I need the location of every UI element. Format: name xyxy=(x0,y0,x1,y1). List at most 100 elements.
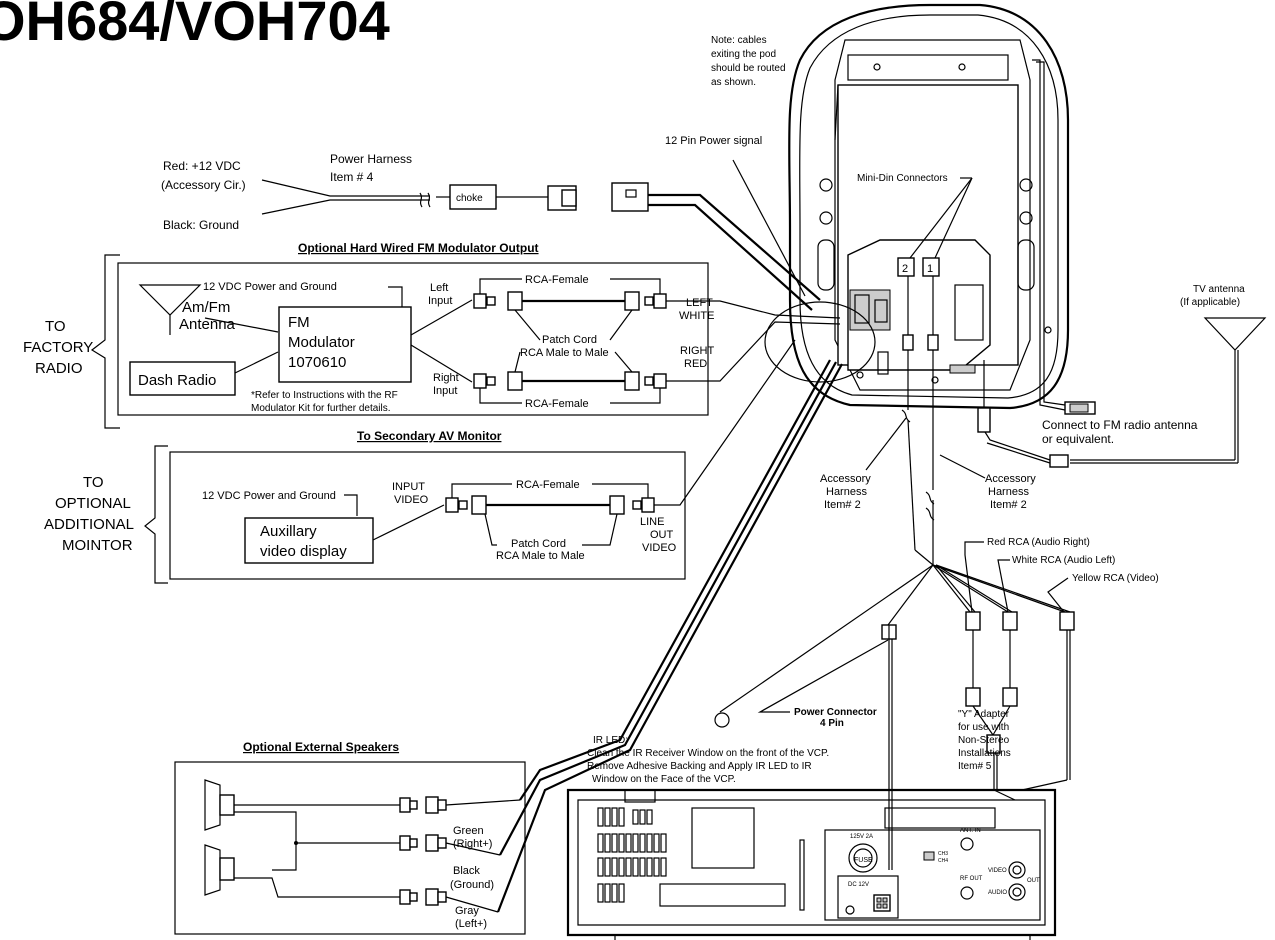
harness-fanout xyxy=(714,564,1075,870)
svg-text:Left: Left xyxy=(430,282,448,294)
svg-text:RIGHT: RIGHT xyxy=(680,345,715,357)
external-speakers-section: Optional External Speakers Green (Right+… xyxy=(174,740,526,935)
svg-text:1070610: 1070610 xyxy=(288,354,346,371)
svg-text:as shown.: as shown. xyxy=(711,77,756,88)
svg-text:TV antenna: TV antenna xyxy=(1193,284,1245,295)
svg-text:(If applicable): (If applicable) xyxy=(1180,297,1240,308)
ir-led-note: IR LED: Clean the IR Receiver Window on … xyxy=(587,735,829,785)
svg-text:RADIO: RADIO xyxy=(35,360,83,377)
svg-text:Power Harness: Power Harness xyxy=(330,152,412,166)
speaker-cable-runs xyxy=(496,359,843,913)
svg-text:12 VDC Power and Ground: 12 VDC Power and Ground xyxy=(203,281,337,293)
svg-text:LEFT: LEFT xyxy=(686,297,713,309)
svg-text:exiting the pod: exiting the pod xyxy=(711,49,776,60)
svg-text:Optional Hard Wired FM Modulat: Optional Hard Wired FM Modulator Output xyxy=(298,241,539,255)
svg-text:125V 2A: 125V 2A xyxy=(850,834,873,840)
svg-text:RCA Male to Male: RCA Male to Male xyxy=(520,347,609,359)
svg-text:RCA-Female: RCA-Female xyxy=(516,479,580,491)
power-connector-label: Power Connector 4 Pin xyxy=(757,639,889,729)
svg-text:Installations: Installations xyxy=(958,748,1011,759)
svg-text:Green: Green xyxy=(453,825,484,837)
svg-text:4 Pin: 4 Pin xyxy=(820,718,844,729)
svg-text:CH4: CH4 xyxy=(938,858,948,864)
mini-din-1 xyxy=(922,257,940,277)
svg-text:White RCA (Audio Left): White RCA (Audio Left) xyxy=(1012,555,1115,566)
svg-text:Window on the Face of the VCP.: Window on the Face of the VCP. xyxy=(592,774,736,785)
vcp-player: FUSE 125V 2A ANT. IN RF OUT CH3 CH4 VIDE… xyxy=(566,788,1057,940)
svg-text:2: 2 xyxy=(902,263,908,275)
svg-text:OPTIONAL: OPTIONAL xyxy=(55,495,131,512)
svg-text:video display: video display xyxy=(260,543,347,560)
svg-text:Right: Right xyxy=(433,372,459,384)
svg-text:Harness: Harness xyxy=(988,486,1029,498)
svg-text:(Left+): (Left+) xyxy=(455,918,487,930)
svg-text:TO: TO xyxy=(83,474,104,491)
svg-text:RED: RED xyxy=(684,358,707,370)
svg-text:Note: cables: Note: cables xyxy=(711,35,767,46)
power-harness: Red: +12 VDC (Accessory Cir.) Black: Gro… xyxy=(161,152,821,311)
pod-mounting-bosses xyxy=(817,63,1052,334)
svg-text:Antenna: Antenna xyxy=(179,316,236,333)
svg-text:Yellow RCA (Video): Yellow RCA (Video) xyxy=(1072,573,1159,584)
svg-text:Red: +12 VDC: Red: +12 VDC xyxy=(163,159,241,173)
svg-text:Patch Cord: Patch Cord xyxy=(511,538,566,550)
svg-text:Red RCA (Audio Right): Red RCA (Audio Right) xyxy=(987,537,1090,548)
svg-text:for use with: for use with xyxy=(958,722,1009,733)
svg-text:choke: choke xyxy=(456,193,483,204)
svg-text:To Secondary AV Monitor: To Secondary AV Monitor xyxy=(357,429,502,443)
mini-din-2 xyxy=(897,257,915,277)
svg-text:DC 12V: DC 12V xyxy=(848,882,869,888)
svg-text:Clean the IR Receiver Window o: Clean the IR Receiver Window on the fron… xyxy=(587,748,829,759)
svg-text:IR LED:: IR LED: xyxy=(593,735,628,746)
svg-text:12 VDC Power and Ground: 12 VDC Power and Ground xyxy=(202,490,336,502)
svg-text:FUSE: FUSE xyxy=(854,857,873,864)
vent-slots xyxy=(597,807,667,903)
av-monitor-section: To Secondary AV Monitor TO OPTIONAL ADDI… xyxy=(44,339,796,584)
svg-text:should be routed: should be routed xyxy=(711,63,786,74)
svg-text:Harness: Harness xyxy=(826,486,867,498)
svg-text:Modulator: Modulator xyxy=(288,334,355,351)
svg-text:Patch Cord: Patch Cord xyxy=(542,334,597,346)
svg-text:Optional External Speakers: Optional External Speakers xyxy=(243,740,399,754)
diagram-title: OH684/VOH704 xyxy=(0,0,390,52)
svg-text:ADDITIONAL: ADDITIONAL xyxy=(44,516,134,533)
svg-text:OUT: OUT xyxy=(1027,878,1040,884)
overhead-pod: 2 1 xyxy=(788,3,1070,410)
svg-text:Accessory: Accessory xyxy=(985,473,1036,485)
svg-text:VIDEO: VIDEO xyxy=(394,494,429,506)
svg-text:Modulator Kit for further deta: Modulator Kit for further details. xyxy=(251,403,391,414)
svg-text:Item# 2: Item# 2 xyxy=(824,499,861,511)
svg-text:1: 1 xyxy=(927,263,933,275)
svg-text:TO: TO xyxy=(45,318,66,335)
svg-text:CH3: CH3 xyxy=(938,851,948,857)
fm-antenna-connection: Connect to FM radio antenna or equivalen… xyxy=(1032,59,1198,446)
svg-text:Remove Adhesive Backing and Ap: Remove Adhesive Backing and Apply IR LED… xyxy=(587,761,812,772)
svg-text:Am/Fm: Am/Fm xyxy=(182,299,230,316)
svg-text:Auxillary: Auxillary xyxy=(260,523,317,540)
fm-modulator-section: Optional Hard Wired FM Modulator Output … xyxy=(23,241,841,429)
svg-text:Black: Black xyxy=(453,865,480,877)
svg-text:RCA-Female: RCA-Female xyxy=(525,274,589,286)
svg-text:ANT. IN: ANT. IN xyxy=(960,828,981,834)
svg-text:FM: FM xyxy=(288,314,310,331)
svg-text:Power Connector: Power Connector xyxy=(794,707,877,718)
svg-text:"Y" Adapter: "Y" Adapter xyxy=(958,709,1010,720)
rca-labels: Red RCA (Audio Right) White RCA (Audio L… xyxy=(964,537,1159,613)
svg-text:Item # 4: Item # 4 xyxy=(330,170,374,184)
svg-text:VIDEO: VIDEO xyxy=(988,868,1007,874)
svg-text:Item# 5: Item# 5 xyxy=(958,761,992,772)
tv-antenna: TV antenna (If applicable) xyxy=(977,284,1267,468)
svg-text:LINE: LINE xyxy=(640,516,664,528)
svg-text:(Ground): (Ground) xyxy=(450,879,494,891)
svg-text:INPUT: INPUT xyxy=(392,481,425,493)
svg-text:WHITE: WHITE xyxy=(679,310,714,322)
cable-exit-highlight xyxy=(764,301,876,383)
routing-note: Note: cables exiting the pod should be r… xyxy=(711,35,786,88)
svg-text:(Right+): (Right+) xyxy=(453,838,492,850)
mini-din-label: Mini-Din Connectors xyxy=(857,173,948,184)
svg-text:AUDIO: AUDIO xyxy=(988,890,1007,896)
svg-text:*Refer to Instructions with th: *Refer to Instructions with the RF xyxy=(251,390,398,401)
svg-text:or equivalent.: or equivalent. xyxy=(1042,432,1114,446)
svg-text:Item# 2: Item# 2 xyxy=(990,499,1027,511)
svg-text:Dash Radio: Dash Radio xyxy=(138,372,216,389)
